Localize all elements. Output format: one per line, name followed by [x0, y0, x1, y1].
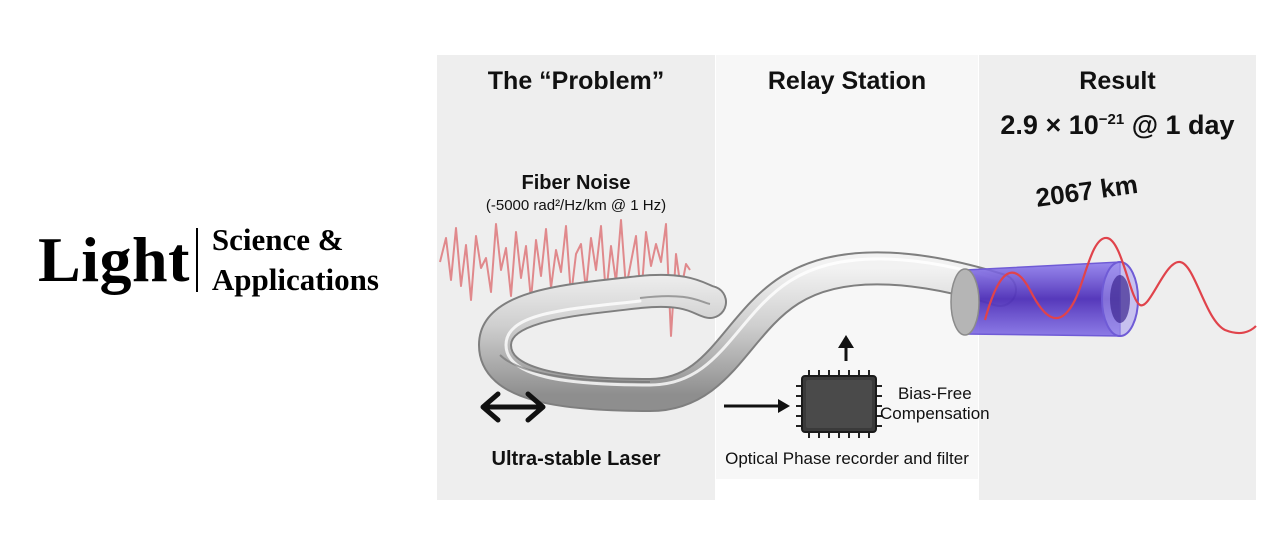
logo-subtitle: Science & Applications	[212, 220, 379, 300]
laser-label: Ultra-stable Laser	[491, 448, 661, 470]
result-exponent: −21	[1098, 111, 1125, 128]
right-arrow-icon	[724, 399, 790, 413]
result-value: 2.9 × 10−21 @ 1 day	[1000, 110, 1235, 140]
compensation-label: Bias-Free Compensation	[880, 384, 990, 424]
sine-wave-icon	[983, 236, 1257, 335]
relay-title: Relay Station	[767, 67, 927, 95]
compensation-line1: Bias-Free	[897, 384, 972, 403]
compensation-line2: Compensation	[880, 404, 990, 423]
fiber-cable-icon	[477, 251, 1017, 413]
double-arrow-icon	[480, 391, 546, 423]
up-arrow-icon	[838, 335, 854, 361]
logo-subtitle-line1: Science &	[211, 222, 344, 257]
problem-title: The “Problem”	[487, 67, 665, 95]
fiber-noise-label: Fiber Noise	[521, 172, 631, 194]
logo-divider	[195, 228, 198, 292]
logo-subtitle-line2: Applications	[211, 262, 379, 297]
fiber-core	[950, 261, 1139, 337]
fiber-noise-spec: (-5000 rad²/Hz/km @ 1 Hz)	[485, 197, 667, 214]
journal-logo: Light Science & Applications	[38, 212, 379, 308]
logo-word: Light	[38, 224, 190, 295]
result-title: Result	[1079, 67, 1156, 95]
noise-waveform-icon	[439, 219, 691, 337]
recorder-label: Optical Phase recorder and filter	[725, 449, 969, 468]
chip-icon	[796, 370, 882, 438]
